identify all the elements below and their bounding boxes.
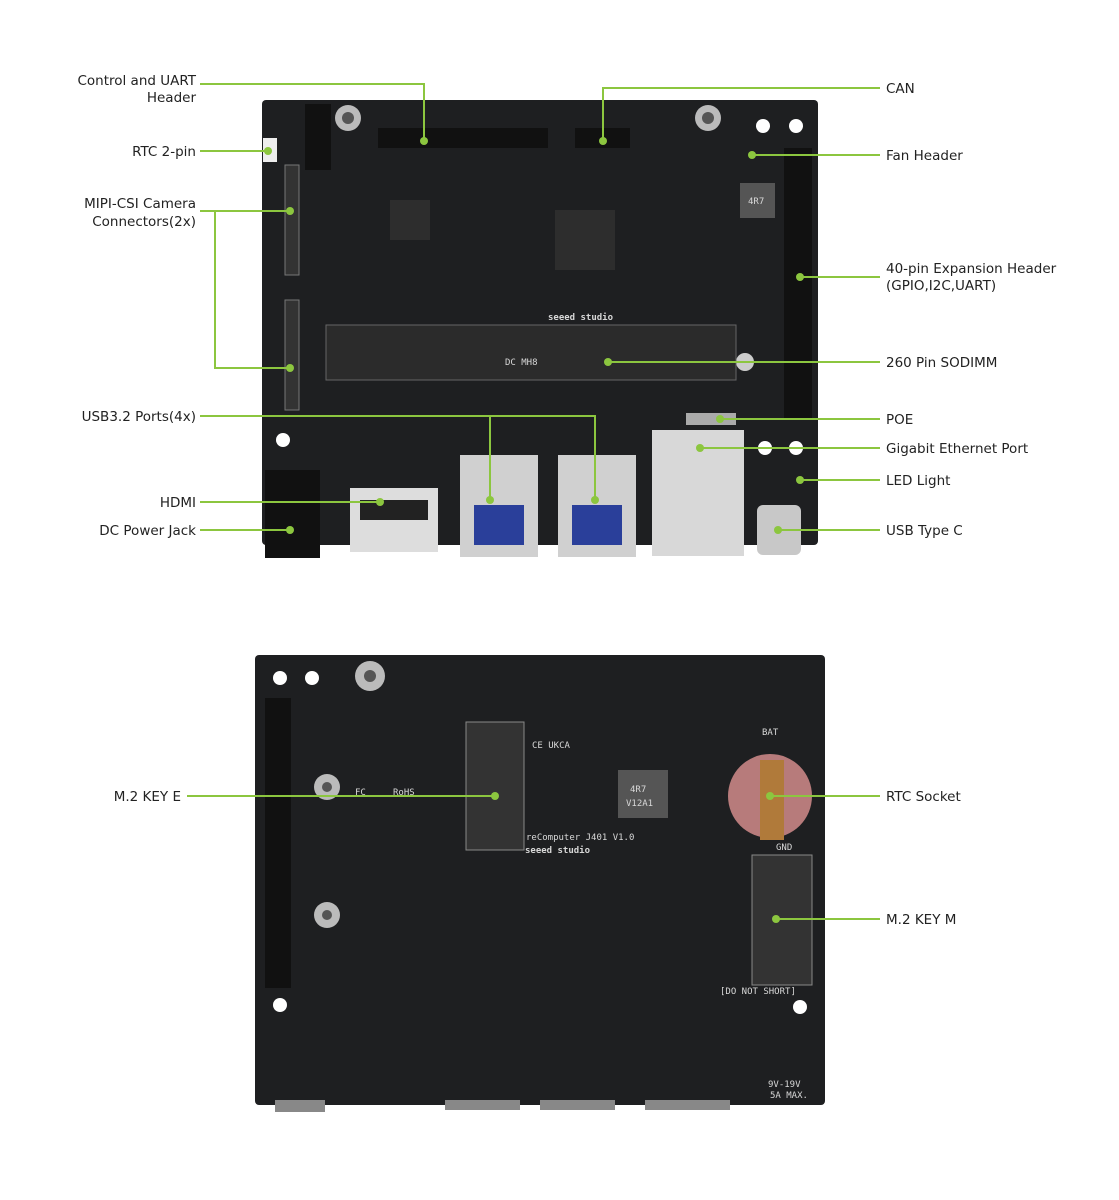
label-dc-jack: DC Power Jack — [99, 523, 196, 539]
brand-silk-bottom: seeed studio — [525, 845, 590, 856]
rohs-mark: RoHS — [393, 788, 415, 798]
inductor-silk: 4R7 — [748, 197, 764, 207]
label-usb32: USB3.2 Ports(4x) — [82, 409, 196, 425]
brand-silk: seeed studio — [548, 312, 613, 323]
inductor-silk-1: 4R7 — [630, 785, 646, 795]
label-sodimm: 260 Pin SODIMM — [886, 355, 997, 371]
labels-right: CAN Fan Header 40-pin Expansion Header (… — [886, 81, 1057, 928]
label-usb-c: USB Type C — [886, 523, 963, 539]
ce-ukca-mark: CE UKCA — [532, 741, 571, 751]
labels: Control and UART Header RTC 2-pin MIPI-C… — [77, 73, 196, 805]
label-40pin: 40-pin Expansion Header — [886, 261, 1057, 277]
label-fan-header: Fan Header — [886, 148, 963, 164]
model-silk: reComputer J401 V1.0 — [526, 833, 634, 843]
warning-silk: [DO NOT SHORT] — [720, 987, 796, 997]
label-40pin-2: (GPIO,I2C,UART) — [886, 278, 996, 294]
gnd-silk: GND — [776, 843, 792, 853]
label-control-uart: Control and UART — [77, 73, 196, 89]
label-control-uart-2: Header — [147, 90, 197, 106]
label-m2-key-m: M.2 KEY M — [886, 912, 956, 928]
label-hdmi: HDMI — [160, 495, 196, 511]
leader-lines — [187, 83, 880, 923]
label-can: CAN — [886, 81, 915, 97]
label-mipi-csi: MIPI-CSI Camera — [84, 196, 196, 212]
label-mipi-csi-2: Connectors(2x) — [92, 214, 196, 230]
label-poe: POE — [886, 412, 913, 428]
fcc-mark: FC — [355, 788, 366, 798]
top-board: DC MH8 4R7 seeed studio — [262, 100, 818, 558]
label-rtc-socket: RTC Socket — [886, 789, 961, 805]
bottom-board: 4R7 V12A1 CE UKCA FC RoHS reComputer J40… — [255, 655, 825, 1112]
label-m2-key-e: M.2 KEY E — [114, 789, 181, 805]
sodimm-silk: DC MH8 — [505, 358, 538, 368]
label-ethernet: Gigabit Ethernet Port — [886, 441, 1028, 457]
inductor-silk-2: V12A1 — [626, 799, 653, 809]
power-silk: 9V-19V — [768, 1080, 801, 1090]
label-led: LED Light — [886, 473, 950, 489]
label-rtc-2pin: RTC 2-pin — [132, 144, 196, 160]
bat-silk: BAT — [762, 728, 779, 738]
power-silk-2: 5A MAX. — [770, 1091, 808, 1101]
